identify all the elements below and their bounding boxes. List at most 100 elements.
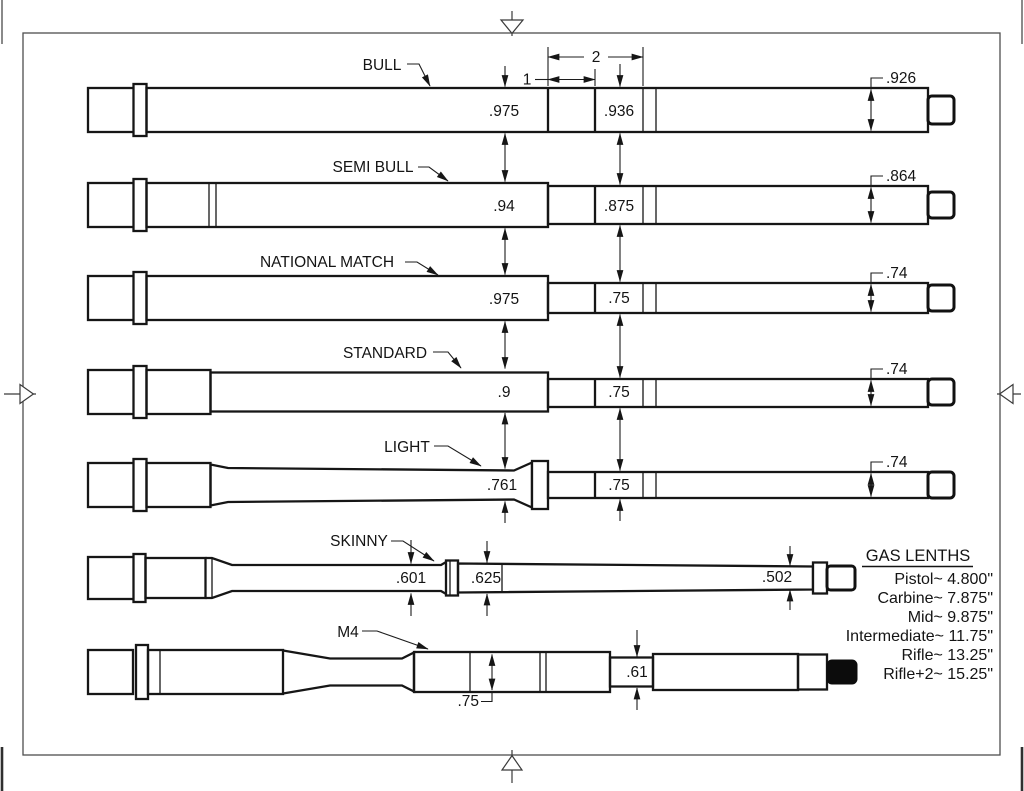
barrel-semi-bull: SEMI BULL .94 .875 .864 [86, 159, 956, 233]
front-section [651, 652, 800, 692]
tapered-body [209, 460, 534, 510]
flange [132, 552, 147, 604]
gas-length-entry: Carbine~ 7.875" [877, 590, 993, 607]
profile-label: SKINNY [330, 533, 388, 550]
barrel-standard: STANDARD .9 .75 .74 [86, 345, 956, 420]
leader-line [405, 261, 439, 276]
profile-label: SEMI BULL [333, 159, 414, 176]
barrel-light: LIGHT .761 .75 .74 [86, 439, 956, 513]
gas-length-entry: Rifle+2~ 15.25" [883, 666, 993, 683]
dim-label-d3: .926 [886, 70, 916, 87]
flange [132, 270, 148, 326]
dim-label-d2: .75 [608, 384, 630, 401]
muzzle-thread [926, 94, 956, 126]
barrel-extension [86, 274, 138, 322]
barrel-body [145, 274, 550, 322]
chamber-section [145, 461, 212, 509]
dim-label-d2: .61 [626, 664, 648, 681]
muzzle-dia-bracket [870, 368, 883, 380]
chamber-section [146, 648, 285, 696]
center-mark-bottom [500, 750, 524, 783]
dim-label-d1: .975 [489, 103, 519, 120]
barrel-extension [86, 648, 135, 696]
dim-label-d2: .875 [604, 198, 634, 215]
diameter-dim-arrows [501, 64, 624, 523]
barrel-extension [86, 181, 138, 229]
dim-label-d1: .761 [487, 477, 517, 494]
chamber-section [144, 556, 207, 600]
muzzle-thread [825, 564, 857, 592]
dim-leader [481, 691, 493, 703]
gas-length-entry: Pistol~ 4.800" [894, 571, 993, 588]
border-rect [22, 32, 1001, 756]
flange [132, 364, 148, 420]
dim-label-d1: .94 [493, 198, 515, 215]
muzzle-collar [811, 561, 829, 595]
muzzle-dia-bracket [870, 461, 883, 473]
barrel-extension [86, 555, 136, 601]
leader-line [407, 63, 431, 87]
muzzle-dia-bracket [870, 77, 883, 89]
taper-and-thin-section [282, 649, 416, 695]
dim-label-d2: .936 [604, 103, 634, 120]
muzzle-thread [926, 190, 956, 220]
muzzle-dia-bracket [870, 272, 883, 284]
dim-label-d3: .864 [886, 168, 917, 185]
center-mark-top [499, 11, 525, 36]
barrel-bull: BULL .975 .936 .926 [86, 57, 956, 138]
barrel-skinny: SKINNY .601 .625 .502 [86, 533, 857, 616]
muzzle-dia-bracket [870, 175, 883, 187]
gas-lengths-title: GAS LENTHS [866, 547, 971, 565]
dim2-label: 2 [592, 49, 601, 66]
dim-label-d1: .975 [489, 291, 519, 308]
muzzle-thread [926, 283, 956, 313]
chamber-section [145, 368, 212, 416]
dim-label-d3: .74 [886, 361, 908, 378]
gas-length-entry: Intermediate~ 11.75" [846, 628, 993, 645]
barrel-m4: M4 .75 .61 [86, 624, 858, 710]
leader-line [391, 540, 435, 562]
gas-seat-collar [444, 559, 460, 597]
profile-label: STANDARD [343, 345, 427, 362]
dim-label-d3: .74 [886, 265, 908, 282]
dim-label-d1: .9 [498, 384, 511, 401]
gas-seat-section [412, 650, 612, 694]
leader-line [434, 445, 482, 467]
barrel-body [145, 86, 930, 134]
dim-label-d3: .502 [762, 569, 792, 586]
dim-label-d3: .74 [886, 454, 908, 471]
flange [132, 177, 148, 233]
muzzle-thread [826, 659, 858, 685]
skinny-dim-arrows [407, 540, 794, 616]
muzzle-collar [796, 653, 829, 691]
flange [132, 457, 148, 513]
muzzle-thread [926, 377, 956, 407]
dim-label-d2: .75 [608, 290, 630, 307]
center-mark-right [997, 383, 1021, 405]
profile-label: BULL [363, 57, 402, 74]
barrel-extension [86, 86, 138, 134]
dim-label-d1: .75 [457, 693, 479, 710]
barrel-national-match: NATIONAL MATCH .975 .75 .74 [86, 254, 956, 326]
flange [134, 643, 150, 701]
gas-length-entry: Rifle~ 13.25" [901, 647, 993, 664]
barrel-extension [86, 461, 138, 509]
gas-seat-dimensions: 2 1 [523, 47, 644, 89]
gas-length-entry: Mid~ 9.875" [908, 609, 993, 626]
leader-line [433, 351, 462, 369]
dim-label-d2: .75 [608, 477, 630, 494]
dim1-label: 1 [523, 72, 532, 89]
dim-label-d1: .601 [396, 570, 426, 587]
barrel-body [145, 181, 550, 229]
leader-line [418, 166, 449, 182]
barrel-extension [86, 368, 138, 416]
gas-lengths-table: GAS LENTHS Pistol~ 4.800" Carbine~ 7.875… [846, 547, 993, 683]
muzzle-thread [926, 470, 956, 500]
profile-label: NATIONAL MATCH [260, 254, 394, 271]
center-mark-left [4, 383, 36, 405]
flange [132, 82, 148, 138]
profile-label: M4 [337, 624, 359, 641]
